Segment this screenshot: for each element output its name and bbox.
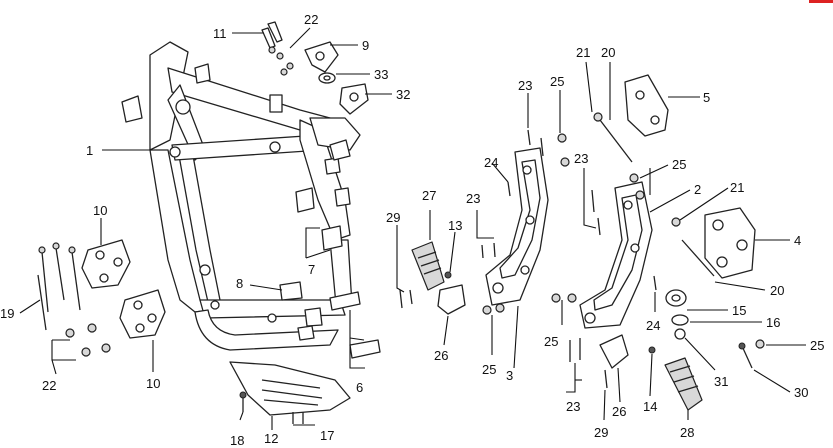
- main-frame: [121, 41, 361, 351]
- callout-13: 13: [448, 218, 462, 233]
- callout-25-far-right: 25: [810, 338, 824, 353]
- callout-22-left: 22: [42, 378, 56, 393]
- callout-23-right: 23: [574, 151, 588, 166]
- callout-26-right: 26: [612, 404, 626, 419]
- callout-25-left-lower: 25: [482, 362, 496, 377]
- callout-32: 32: [396, 87, 410, 102]
- callout-21-right: 21: [730, 180, 744, 195]
- callout-10-top: 10: [93, 203, 107, 218]
- callout-9: 9: [362, 38, 369, 53]
- callout-6: 6: [356, 380, 363, 395]
- callout-23-left-mid: 23: [466, 191, 480, 206]
- top-mount-parts: [261, 21, 369, 115]
- callout-31: 31: [714, 374, 728, 389]
- callout-28: 28: [680, 425, 694, 440]
- callout-1: 1: [86, 143, 93, 158]
- callout-24-left: 24: [484, 155, 498, 170]
- right-mounts-and-footpeg: [569, 74, 765, 411]
- callout-26-left: 26: [434, 348, 448, 363]
- callout-24-right: 24: [646, 318, 660, 333]
- callout-10-bottom: 10: [146, 376, 160, 391]
- callout-25-right-upper: 25: [672, 157, 686, 172]
- callout-2: 2: [694, 182, 701, 197]
- callout-18: 18: [230, 433, 244, 448]
- callout-4: 4: [794, 233, 801, 248]
- skid-plate-and-blocks: [229, 187, 381, 424]
- callout-22-top: 22: [304, 12, 318, 27]
- right-subframe: [551, 112, 681, 329]
- callout-19: 19: [0, 306, 14, 321]
- callout-29-right: 29: [594, 425, 608, 440]
- callout-29-left: 29: [386, 210, 400, 225]
- callout-25-left-upper: 25: [550, 74, 564, 89]
- callout-12: 12: [264, 431, 278, 446]
- callout-23-left-upper: 23: [518, 78, 532, 93]
- leader-lines: [19, 27, 806, 430]
- callout-14: 14: [643, 399, 657, 414]
- callout-27: 27: [422, 188, 436, 203]
- callout-33: 33: [374, 67, 388, 82]
- callout-30: 30: [794, 385, 808, 400]
- callout-16: 16: [766, 315, 780, 330]
- callout-7: 7: [308, 262, 315, 277]
- corner-marker: [809, 0, 833, 3]
- engine-brackets-left: [37, 239, 166, 357]
- callout-20-lower: 20: [770, 283, 784, 298]
- callout-25-right-lower: 25: [544, 334, 558, 349]
- left-subframe: [481, 129, 570, 315]
- callout-3: 3: [506, 368, 513, 383]
- callout-23-right-lower: 23: [566, 399, 580, 414]
- callout-20-top: 20: [601, 45, 615, 60]
- callout-11: 11: [213, 26, 227, 41]
- callout-15: 15: [732, 303, 746, 318]
- callout-17: 17: [320, 428, 334, 443]
- callout-labels: 1 2 3 4 5 6 7 8 9 10 10 11 12 13 14 15 1…: [0, 12, 824, 448]
- left-footpeg-assembly: [399, 241, 466, 315]
- callout-8: 8: [236, 276, 243, 291]
- callout-21-top: 21: [576, 45, 590, 60]
- callout-5: 5: [703, 90, 710, 105]
